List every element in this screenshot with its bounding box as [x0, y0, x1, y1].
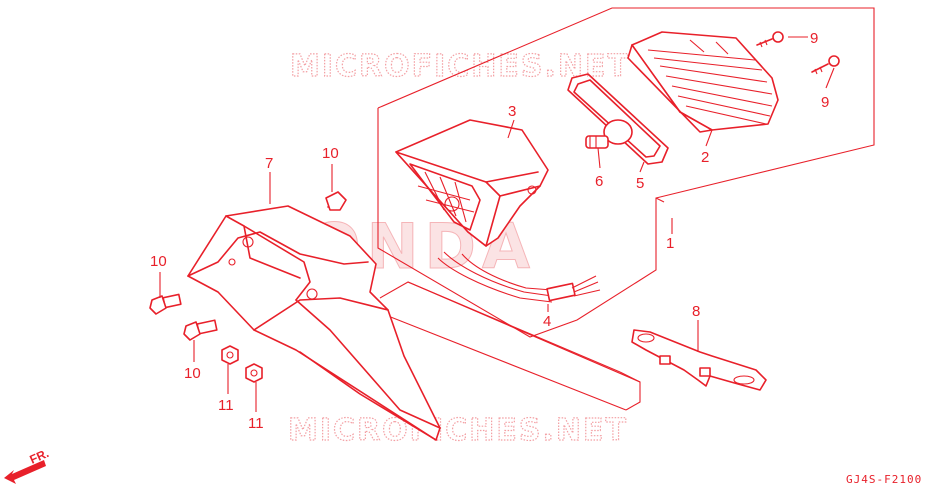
callout-11-left: 11: [218, 397, 234, 414]
bolt-left: [149, 293, 182, 315]
callout-3: 3: [508, 103, 516, 120]
callout-11-right: 11: [248, 415, 264, 432]
screw-upper: [756, 31, 784, 48]
diagram-code: GJ4S-F2100: [846, 473, 922, 486]
leader-lines: [159, 36, 835, 412]
callout-6: 6: [595, 173, 603, 190]
callout-5: 5: [636, 175, 644, 192]
callout-10-upper: 10: [322, 145, 339, 162]
callout-7: 7: [265, 155, 273, 172]
callout-10-left: 10: [150, 253, 167, 270]
lamp-housing: [395, 119, 549, 247]
bracket-frame: [377, 281, 641, 411]
screw-lower: [811, 55, 840, 75]
tail-lens: [627, 31, 779, 133]
assembly-frame: [377, 7, 875, 338]
callout-1: 1: [666, 235, 674, 252]
gasket: [567, 73, 669, 165]
bolt-upper: [325, 191, 347, 211]
license-bracket: [631, 329, 767, 391]
watermark-top: MICROFICHES.NET: [290, 49, 630, 84]
nut-left: [221, 345, 239, 365]
rear-fender: [187, 205, 441, 441]
front-direction-arrow: FR.: [4, 446, 51, 484]
bulb: [585, 119, 633, 149]
direction-label: FR.: [28, 446, 51, 467]
bolt-lower: [183, 319, 218, 341]
callout-2: 2: [701, 149, 709, 166]
nut-right: [245, 363, 263, 383]
callout-10-lower: 10: [184, 365, 201, 382]
callouts: 9 9 3 2 6 5 10 7 1 10 4 8 10 11 11: [150, 30, 829, 432]
callout-4: 4: [543, 313, 551, 330]
callout-9-upper: 9: [810, 30, 818, 47]
watermark-bottom: MICROFICHES.NET: [288, 413, 628, 448]
callout-9-lower: 9: [821, 94, 829, 111]
callout-8: 8: [692, 303, 700, 320]
wire-harness: [437, 251, 601, 303]
